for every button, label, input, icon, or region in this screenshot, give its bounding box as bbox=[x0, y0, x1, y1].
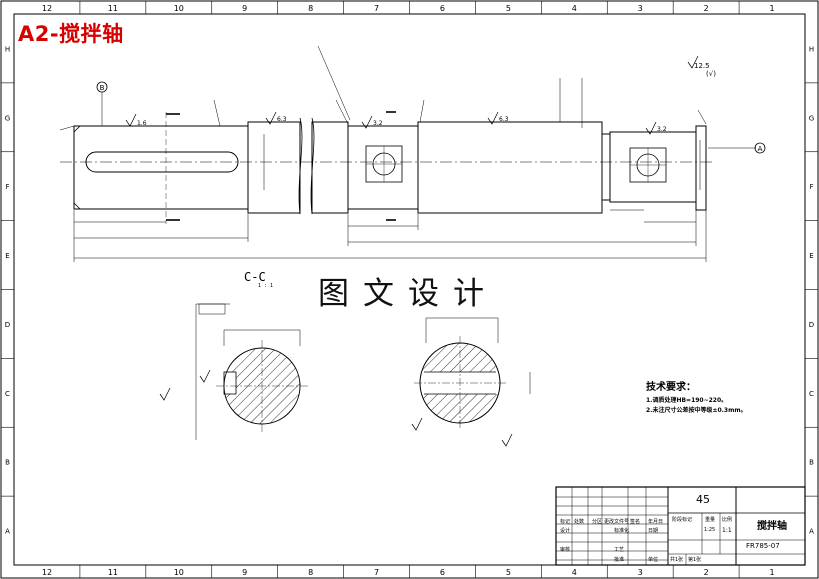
shaft-end-collar bbox=[695, 125, 707, 211]
note-unit: 单位 bbox=[648, 557, 659, 563]
ratio-value: 1:25 bbox=[704, 527, 716, 533]
zone-row-label-left: D bbox=[5, 321, 10, 329]
zone-col-label-bottom: 11 bbox=[108, 568, 118, 577]
title-block bbox=[555, 486, 806, 566]
zone-row-label-left: B bbox=[5, 459, 10, 467]
zone-col-label-bottom: 5 bbox=[506, 568, 511, 577]
drawing-number: FR785-07 bbox=[746, 542, 780, 550]
staff-standard: 标准化 bbox=[614, 528, 630, 534]
row-label-doc: 更改文件号 bbox=[604, 519, 630, 525]
zone-col-label-bottom: 9 bbox=[242, 568, 247, 577]
zone-row-label-right: F bbox=[809, 183, 813, 191]
staff-process: 工艺 bbox=[614, 547, 625, 553]
finish-label-4: 6.3 bbox=[499, 116, 509, 123]
shaft-segment-mid bbox=[311, 121, 349, 214]
zone-col-label-top: 10 bbox=[174, 4, 184, 13]
zone-row-label-right: H bbox=[809, 45, 814, 53]
zone-col-label-bottom: 1 bbox=[769, 568, 774, 577]
zone-col-label-top: 9 bbox=[242, 4, 247, 13]
surface-finish-symbols bbox=[125, 55, 699, 447]
zone-row-label-right: B bbox=[809, 459, 814, 467]
zone-col-label-top: 4 bbox=[572, 4, 577, 13]
zone-row-label-left: E bbox=[5, 252, 9, 260]
zone-row-label-right: A bbox=[809, 528, 814, 536]
row-label-mark: 标记 bbox=[560, 519, 571, 525]
zone-col-label-top: 1 bbox=[769, 4, 774, 13]
keyway-slot bbox=[85, 151, 239, 173]
row-label-zone: 分区 bbox=[592, 519, 603, 525]
shaft-segment-body bbox=[417, 121, 603, 214]
zone-col-label-top: 11 bbox=[108, 4, 118, 13]
zone-row-label-right: D bbox=[809, 321, 814, 329]
technical-requirements: 技术要求： 1.调质处理HB=190~220。 2.未注尺寸公差按中等级±0.3… bbox=[646, 378, 747, 416]
row-label-count: 处数 bbox=[574, 519, 585, 525]
finish-label-2: 6.3 bbox=[277, 116, 287, 123]
zone-col-label-top: 6 bbox=[440, 4, 445, 13]
zone-col-label-bottom: 8 bbox=[308, 568, 313, 577]
zone-row-label-right: C bbox=[809, 390, 814, 398]
section-view-c bbox=[195, 303, 308, 440]
header-label-stage: 阶段标记 bbox=[672, 517, 693, 523]
tech-req-title: 技术要求： bbox=[646, 382, 696, 393]
zone-row-label-left: G bbox=[5, 114, 10, 122]
sheet-total: 共1张 bbox=[670, 557, 684, 563]
datum-a-label: A bbox=[758, 145, 763, 153]
row-label-sign: 签名 bbox=[630, 519, 641, 525]
zone-col-label-bottom: 4 bbox=[572, 568, 577, 577]
datum-b-marker bbox=[96, 81, 108, 93]
part-name: 搅拌轴 bbox=[757, 521, 787, 532]
zone-row-label-left: H bbox=[5, 45, 10, 53]
zone-row-label-left: F bbox=[5, 183, 9, 191]
shaft-segment-hole-1 bbox=[347, 125, 419, 210]
zone-col-label-top: 5 bbox=[506, 4, 511, 13]
section-scale: 1 : 1 bbox=[258, 283, 274, 289]
header-label-weight: 重量 bbox=[705, 517, 716, 523]
shaft-segment-end bbox=[609, 131, 697, 203]
staff-design: 设计 bbox=[560, 528, 571, 534]
datum-b-label: B bbox=[100, 84, 105, 92]
zone-col-label-top: 2 bbox=[704, 4, 709, 13]
row-label-date: 年月日 bbox=[648, 519, 664, 525]
tech-req-item-2: 2.未注尺寸公差按中等级±0.3mm。 bbox=[646, 407, 747, 414]
shaft-segment-step bbox=[247, 121, 301, 214]
datum-a-marker bbox=[754, 142, 766, 154]
shaft-main-view bbox=[59, 45, 756, 262]
header-label-scale: 比例 bbox=[722, 517, 733, 523]
section-title: C-C bbox=[244, 270, 266, 284]
material-value: 45 bbox=[696, 493, 710, 506]
drawing-heading: A2-搅拌轴 bbox=[18, 22, 124, 46]
shaft-segment-neck bbox=[601, 133, 611, 201]
zone-col-label-bottom: 12 bbox=[42, 568, 52, 577]
zone-row-label-right: G bbox=[809, 114, 814, 122]
scale-value: 1:1 bbox=[722, 527, 732, 534]
staff-review: 审核 bbox=[560, 547, 571, 553]
zone-col-label-top: 12 bbox=[42, 4, 52, 13]
watermark-text: 图文设计 bbox=[318, 276, 498, 312]
staff-approve: 批准 bbox=[614, 557, 625, 563]
zone-col-label-top: 8 bbox=[308, 4, 313, 13]
note-date: 日期 bbox=[648, 528, 659, 534]
zone-col-label-bottom: 10 bbox=[174, 568, 184, 577]
section-view-keyway bbox=[414, 317, 531, 430]
zone-col-label-top: 7 bbox=[374, 4, 379, 13]
zone-col-label-bottom: 7 bbox=[374, 568, 379, 577]
finish-label-1: 1.6 bbox=[137, 120, 147, 127]
shaft-segment-keyed bbox=[73, 125, 249, 210]
sheet-number: 第1张 bbox=[688, 557, 702, 563]
zone-col-label-bottom: 3 bbox=[638, 568, 643, 577]
finish-label-3: 3.2 bbox=[373, 120, 383, 127]
zone-row-label-right: E bbox=[809, 252, 813, 260]
tech-req-item-1: 1.调质处理HB=190~220。 bbox=[646, 397, 728, 404]
zone-col-label-top: 3 bbox=[638, 4, 643, 13]
zone-col-label-bottom: 2 bbox=[704, 568, 709, 577]
datum-markers bbox=[96, 81, 766, 154]
zone-row-label-left: A bbox=[5, 528, 10, 536]
corner-finish-value: 12.5 bbox=[694, 62, 710, 70]
finish-label-5: 3.2 bbox=[657, 126, 667, 133]
zone-col-label-bottom: 6 bbox=[440, 568, 445, 577]
corner-finish-other: (√) bbox=[706, 70, 716, 78]
zone-row-label-left: C bbox=[5, 390, 10, 398]
